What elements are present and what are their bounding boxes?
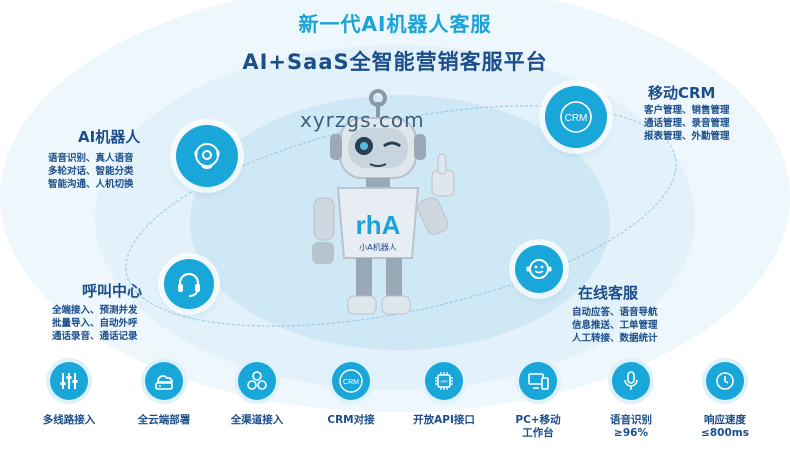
api-badge-text: API <box>440 379 447 384</box>
microphone-icon <box>612 362 650 400</box>
bottom-label: 开放API接口 <box>413 414 475 426</box>
bottom-label: 响应速度 ≤800ms <box>701 414 749 439</box>
bottom-item-omnichannel: 全渠道接入 <box>207 362 307 427</box>
bottom-item-crm: CRM CRM对接 <box>301 362 401 427</box>
mobile-crm-line-1: 客户管理、销售管理 <box>644 105 730 116</box>
robot-mascot: rhA 小A机器人 <box>312 89 455 315</box>
crm-icon: CRM <box>545 86 607 148</box>
call-center-title: 呼叫中心 <box>82 282 143 300</box>
bottom-item-pc-mobile: PC+移动 工作台 <box>488 362 588 440</box>
bottom-feature-row: 多线路接入 全云端部署 全渠道接入 <box>0 362 790 456</box>
bottom-item-api: API 开放API接口 <box>394 362 494 427</box>
mobile-crm-title: 移动CRM <box>648 84 716 102</box>
bottom-item-speech: 语音识别 ≥96% <box>581 362 681 440</box>
ai-robot-desc: 语音识别、真人语音 多轮对话、智能分类 智能沟通、人机切换 <box>48 152 134 191</box>
clock-icon <box>706 362 744 400</box>
watermark: xyrzgs.com <box>300 108 425 132</box>
bottom-label: CRM对接 <box>327 414 375 426</box>
bottom-item-response: 响应速度 ≤800ms <box>675 362 775 440</box>
mobile-crm-line-3: 报表管理、外勤管理 <box>644 131 730 142</box>
api-chip-icon: API <box>425 362 463 400</box>
subtitle: AI+SaaS全智能营销客服平台 <box>242 50 548 74</box>
hexagons-icon <box>238 362 276 400</box>
bottom-label: PC+移动 工作台 <box>515 414 561 439</box>
bottom-label: 多线路接入 <box>42 414 96 426</box>
call-center-line-3: 通话录音、通话记录 <box>52 331 138 342</box>
call-center-line-1: 全端接入、预测并发 <box>52 305 138 316</box>
bottom-label: 全云端部署 <box>137 414 191 426</box>
call-center-line-2: 批量导入、自动外呼 <box>52 318 138 329</box>
mobile-crm-desc: 客户管理、销售管理 通话管理、录音管理 报表管理、外勤管理 <box>644 104 730 143</box>
bottom-item-cloud: 全云端部署 <box>114 362 214 427</box>
chat-smile-icon <box>515 245 563 293</box>
crm-badge-text: CRM <box>565 113 588 124</box>
online-service-title: 在线客服 <box>578 284 639 302</box>
online-service-desc: 自动应答、语音导航 信息推送、工单管理 人工转接、数据统计 <box>572 306 658 345</box>
bottom-item-multi-line: 多线路接入 <box>19 362 119 427</box>
bottom-label: 全渠道接入 <box>230 414 284 426</box>
robot-chest-logo: rhA <box>356 210 401 240</box>
robot-head-icon <box>176 125 238 187</box>
robot-chest-name: 小A机器人 <box>359 242 396 252</box>
call-center-desc: 全端接入、预测并发 批量导入、自动外呼 通话录音、通话记录 <box>52 304 138 343</box>
cloud-server-icon <box>145 362 183 400</box>
ai-robot-line-2: 多轮对话、智能分类 <box>48 166 134 177</box>
ai-robot-line-3: 智能沟通、人机切换 <box>48 179 134 190</box>
online-service-line-2: 信息推送、工单管理 <box>572 320 658 331</box>
online-service-line-3: 人工转接、数据统计 <box>572 333 658 344</box>
headset-icon <box>164 259 214 309</box>
bottom-label: 语音识别 ≥96% <box>610 414 652 439</box>
main-title: 新一代AI机器人客服 <box>298 12 492 36</box>
mobile-crm-line-2: 通话管理、录音管理 <box>644 118 730 129</box>
crm-icon: CRM <box>332 362 370 400</box>
sliders-icon <box>50 362 88 400</box>
online-service-line-1: 自动应答、语音导航 <box>572 307 658 318</box>
crm-badge-text: CRM <box>343 379 359 386</box>
ai-robot-line-1: 语音识别、真人语音 <box>48 153 134 164</box>
ai-robot-title: AI机器人 <box>78 128 141 146</box>
devices-icon <box>519 362 557 400</box>
